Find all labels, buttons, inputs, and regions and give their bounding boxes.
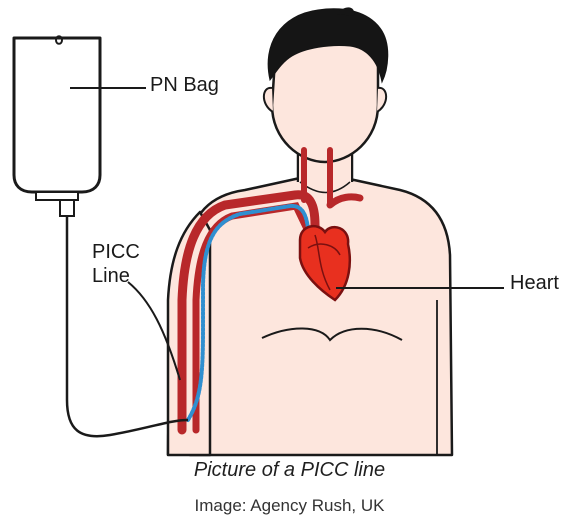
pn-bag-label: PN Bag xyxy=(150,74,219,97)
picc-line-label-line2: Line xyxy=(92,265,130,287)
picc-line-label: PICC Line xyxy=(92,240,162,288)
iv-bag-icon xyxy=(14,36,100,216)
image-credit: Image: Agency Rush, UK xyxy=(0,496,579,516)
figure-caption: Picture of a PICC line xyxy=(0,459,579,482)
picc-line-label-line1: PICC xyxy=(92,241,140,263)
head xyxy=(264,7,388,162)
heart-label: Heart xyxy=(510,272,559,295)
